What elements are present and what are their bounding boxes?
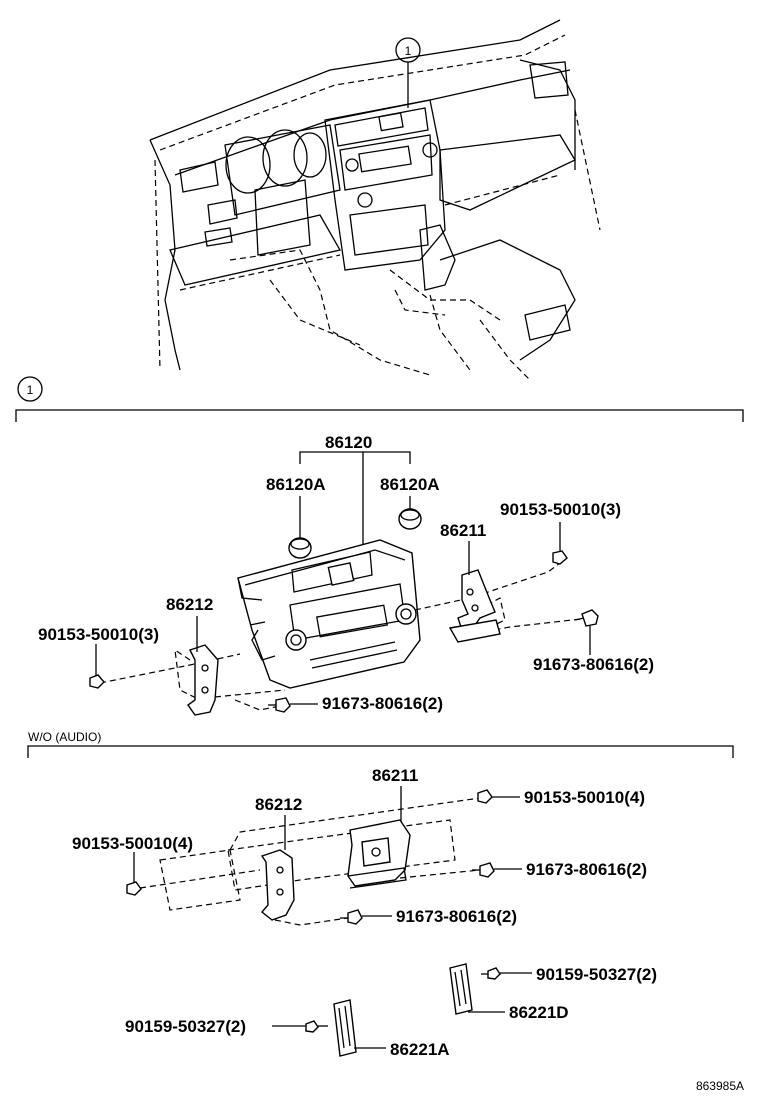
screw-bottom-upper <box>268 697 291 713</box>
screw-bottom-lower <box>340 909 363 925</box>
label-bolt-left-lower: 90153-50010(4) <box>72 834 193 853</box>
audio-panel <box>237 539 421 689</box>
bracket-right-lower <box>347 819 411 889</box>
screw-right-upper <box>574 609 599 627</box>
label-86120a-left: 86120A <box>266 475 326 494</box>
label-86120: 86120 <box>325 433 372 452</box>
bracket-left-lower <box>260 849 295 921</box>
section-divider-1 <box>15 409 744 422</box>
label-86211-lower: 86211 <box>372 766 418 785</box>
label-86212-upper: 86212 <box>166 595 213 614</box>
bolt-right-upper <box>552 550 568 565</box>
cover-left-86221a <box>333 999 357 1057</box>
bracket-left-upper <box>187 644 219 716</box>
cover-right-86221d <box>449 963 473 1015</box>
label-screw-right-lower: 91673-80616(2) <box>526 860 647 879</box>
label-screw-bottom-upper: 91673-80616(2) <box>322 694 443 713</box>
section-callout <box>17 376 43 402</box>
section-divider-2 <box>27 745 734 758</box>
label-bolt-left-upper: 90153-50010(3) <box>38 625 159 644</box>
label-86120a-right: 86120A <box>380 475 440 494</box>
figure-code: 863985A <box>696 1079 744 1093</box>
label-bolt-right-upper: 90153-50010(3) <box>500 500 621 519</box>
label-86212-lower: 86212 <box>255 795 302 814</box>
label-screw-cover-left: 90159-50327(2) <box>125 1017 246 1036</box>
label-screw-bottom-lower: 91673-80616(2) <box>396 907 517 926</box>
bolt-right-lower <box>477 789 493 804</box>
lower-assembly <box>126 786 532 1057</box>
callout-section: 1 <box>27 383 34 397</box>
knob-right <box>398 508 422 530</box>
label-screw-cover-right: 90159-50327(2) <box>536 965 657 984</box>
label-screw-right-upper: 91673-80616(2) <box>533 655 654 674</box>
label-bolt-right-lower: 90153-50010(4) <box>524 788 645 807</box>
upper-assembly <box>89 451 599 716</box>
label-86211-upper: 86211 <box>440 521 486 540</box>
bolt-left-lower <box>126 881 142 896</box>
callout-top: 1 <box>405 44 412 58</box>
bolt-left-upper <box>89 674 105 689</box>
screw-cover-left <box>305 1020 328 1033</box>
label-86221a: 86221A <box>390 1040 450 1059</box>
screw-cover-right <box>481 967 501 980</box>
dashboard-illustration: 1 <box>149 19 601 381</box>
screw-right-lower <box>472 862 495 878</box>
bracket-right-upper <box>448 569 501 643</box>
section-header-wo-audio: W/O (AUDIO) <box>28 730 101 744</box>
knob-left <box>288 537 312 559</box>
label-86221d: 86221D <box>509 1003 569 1022</box>
